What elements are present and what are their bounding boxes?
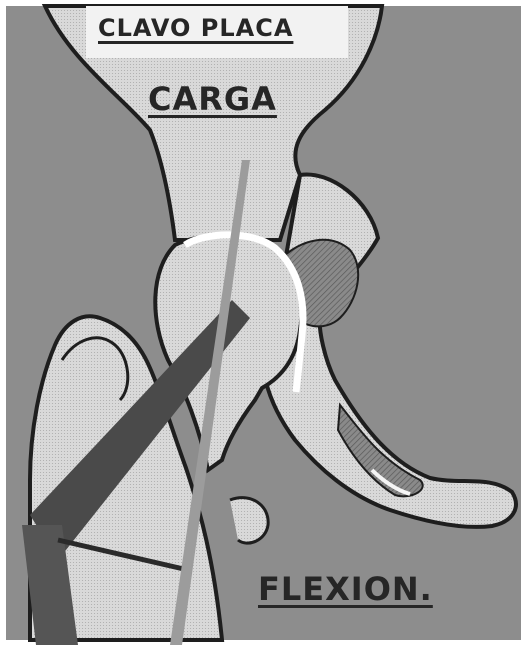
load-label: CARGA — [148, 80, 277, 118]
flexion-label: FLEXION. — [258, 570, 433, 608]
implant-label: CLAVO PLACA — [98, 14, 293, 42]
